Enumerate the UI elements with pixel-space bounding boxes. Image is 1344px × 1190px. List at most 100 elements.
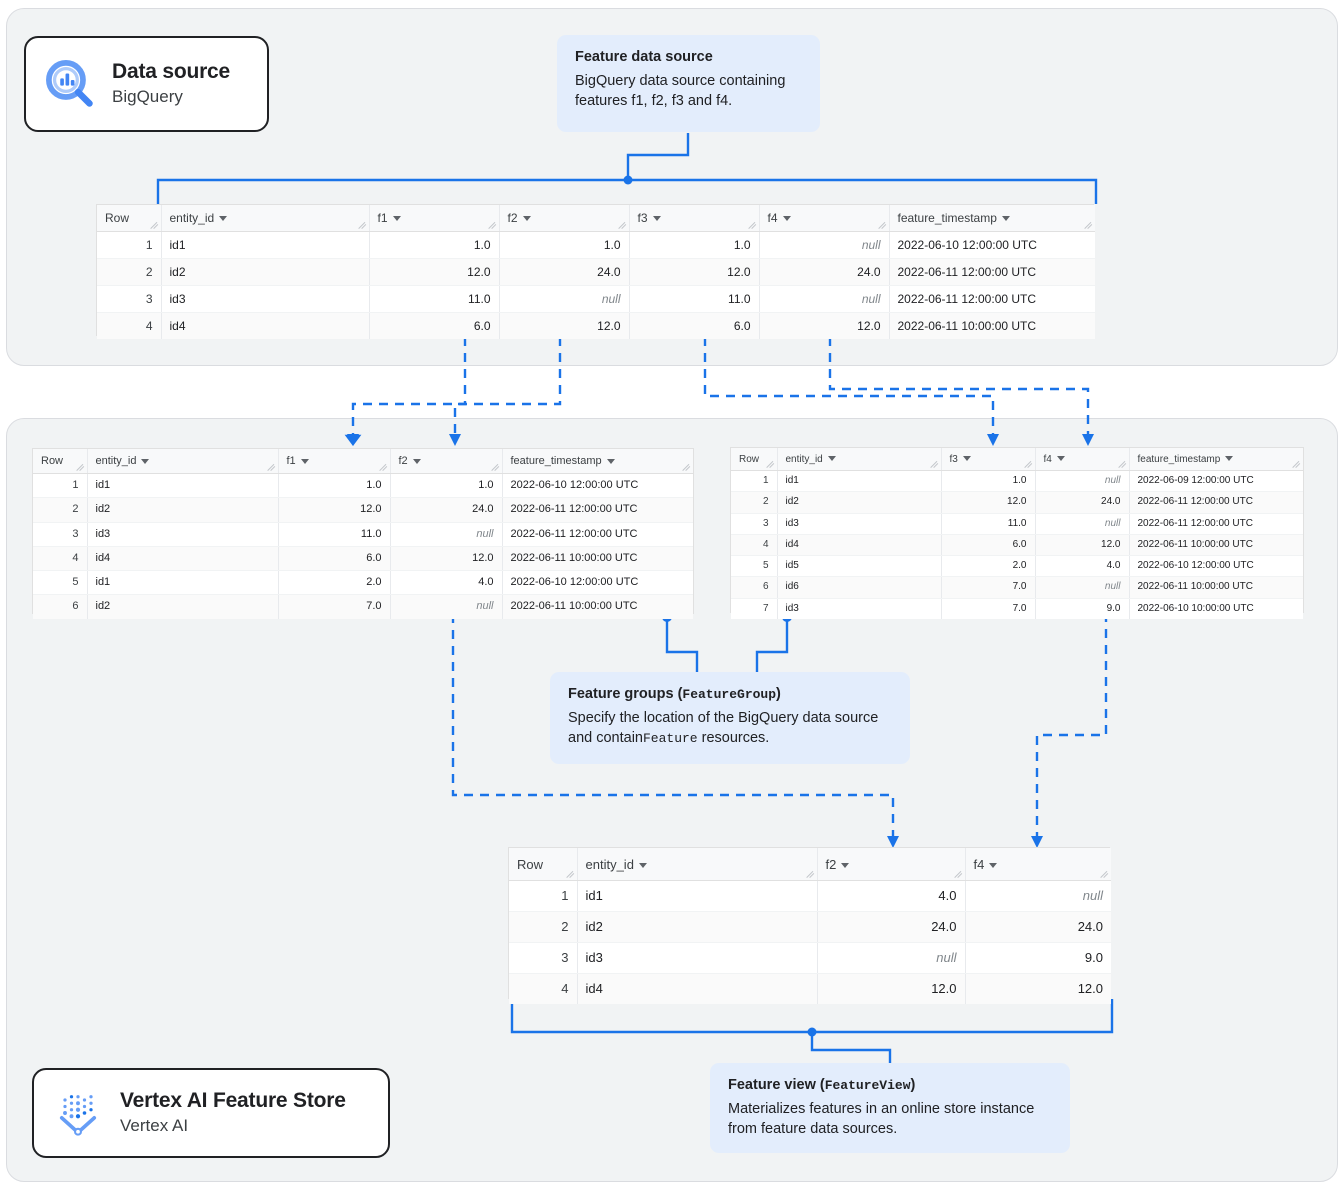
chevron-down-icon[interactable] bbox=[638, 862, 647, 868]
column-resize-grip-icon[interactable] bbox=[77, 464, 85, 472]
null-value: null bbox=[1104, 517, 1121, 529]
column-header-row[interactable]: Row bbox=[731, 448, 778, 471]
chevron-down-icon[interactable] bbox=[782, 216, 791, 222]
column-header-f2[interactable]: f2 bbox=[817, 848, 966, 881]
chevron-down-icon[interactable] bbox=[522, 216, 531, 222]
chevron-down-icon[interactable] bbox=[412, 458, 421, 464]
column-header-f3[interactable]: f3 bbox=[941, 448, 1036, 471]
column-header-f2[interactable]: f2 bbox=[390, 449, 503, 474]
column-header-row[interactable]: Row bbox=[97, 205, 162, 232]
column-resize-grip-icon[interactable] bbox=[955, 871, 963, 879]
column-resize-grip-icon[interactable] bbox=[151, 222, 159, 230]
column-header-label: Row bbox=[517, 856, 544, 872]
column-header-f3[interactable]: f3 bbox=[629, 205, 760, 232]
chevron-down-icon[interactable] bbox=[392, 216, 401, 222]
chevron-down-icon[interactable] bbox=[962, 456, 971, 462]
column-header-label: feature_timestamp bbox=[1137, 453, 1221, 465]
column-header-entity_id[interactable]: entity_id bbox=[777, 448, 942, 471]
column-header-f4[interactable]: f4 bbox=[1035, 448, 1130, 471]
column-resize-grip-icon[interactable] bbox=[380, 464, 388, 472]
cell-f4: null bbox=[759, 231, 890, 259]
cell-f1: 11.0 bbox=[278, 522, 391, 547]
cell-feature-timestamp: 2022-06-10 10:00:00 UTC bbox=[1129, 598, 1303, 620]
chevron-down-icon[interactable] bbox=[1225, 456, 1234, 462]
column-header-feature_timestamp[interactable]: feature_timestamp bbox=[889, 205, 1095, 232]
column-resize-grip-icon[interactable] bbox=[683, 464, 691, 472]
chevron-down-icon[interactable] bbox=[141, 458, 150, 464]
cell-f3: 12.0 bbox=[941, 491, 1036, 514]
column-resize-grip-icon[interactable] bbox=[767, 461, 775, 469]
column-header-feature_timestamp[interactable]: feature_timestamp bbox=[1129, 448, 1303, 471]
chevron-down-icon[interactable] bbox=[652, 216, 661, 222]
column-resize-grip-icon[interactable] bbox=[359, 222, 367, 230]
cell-f3: 11.0 bbox=[941, 513, 1036, 535]
column-header-row[interactable]: Row bbox=[33, 449, 88, 474]
column-header-f1[interactable]: f1 bbox=[369, 205, 500, 232]
callout-title-code: FeatureGroup bbox=[682, 687, 777, 702]
data-source-product-card: Data source BigQuery bbox=[24, 36, 269, 132]
column-resize-grip-icon[interactable] bbox=[1025, 461, 1033, 469]
column-resize-grip-icon[interactable] bbox=[1293, 461, 1301, 469]
column-resize-grip-icon[interactable] bbox=[1101, 871, 1109, 879]
column-resize-grip-icon[interactable] bbox=[879, 222, 887, 230]
column-header-feature_timestamp[interactable]: feature_timestamp bbox=[502, 449, 693, 474]
cell-feature-timestamp: 2022-06-11 12:00:00 UTC bbox=[889, 285, 1095, 313]
column-header-f1[interactable]: f1 bbox=[278, 449, 391, 474]
column-resize-grip-icon[interactable] bbox=[492, 464, 500, 472]
column-header-f4[interactable]: f4 bbox=[759, 205, 890, 232]
column-header-entity_id[interactable]: entity_id bbox=[87, 449, 279, 474]
column-resize-grip-icon[interactable] bbox=[567, 871, 575, 879]
column-resize-grip-icon[interactable] bbox=[619, 222, 627, 230]
chevron-down-icon[interactable] bbox=[989, 862, 998, 868]
column-header-entity_id[interactable]: entity_id bbox=[161, 205, 370, 232]
column-resize-grip-icon[interactable] bbox=[1119, 461, 1127, 469]
callout-body: BigQuery data source containing features… bbox=[575, 73, 786, 110]
column-resize-grip-icon[interactable] bbox=[489, 222, 497, 230]
cell-f1: 11.0 bbox=[369, 285, 500, 313]
column-resize-grip-icon[interactable] bbox=[1085, 222, 1093, 230]
cell-f3: 6.0 bbox=[629, 312, 760, 339]
chevron-down-icon[interactable] bbox=[606, 458, 615, 464]
column-resize-grip-icon[interactable] bbox=[749, 222, 757, 230]
column-resize-grip-icon[interactable] bbox=[807, 871, 815, 879]
column-header-entity_id[interactable]: entity_id bbox=[577, 848, 818, 881]
column-resize-grip-icon[interactable] bbox=[931, 461, 939, 469]
cell-f4: null bbox=[1035, 513, 1130, 535]
column-resize-grip-icon[interactable] bbox=[268, 464, 276, 472]
column-header-row[interactable]: Row bbox=[509, 848, 578, 881]
chevron-down-icon[interactable] bbox=[1001, 216, 1010, 222]
chevron-down-icon[interactable] bbox=[841, 862, 850, 868]
chevron-down-icon[interactable] bbox=[300, 458, 309, 464]
chevron-down-icon[interactable] bbox=[219, 216, 228, 222]
chevron-down-icon[interactable] bbox=[827, 456, 836, 462]
null-value: null bbox=[861, 238, 881, 252]
column-header-f4[interactable]: f4 bbox=[965, 848, 1111, 881]
chevron-down-icon[interactable] bbox=[1056, 456, 1065, 462]
column-header-f2[interactable]: f2 bbox=[499, 205, 630, 232]
